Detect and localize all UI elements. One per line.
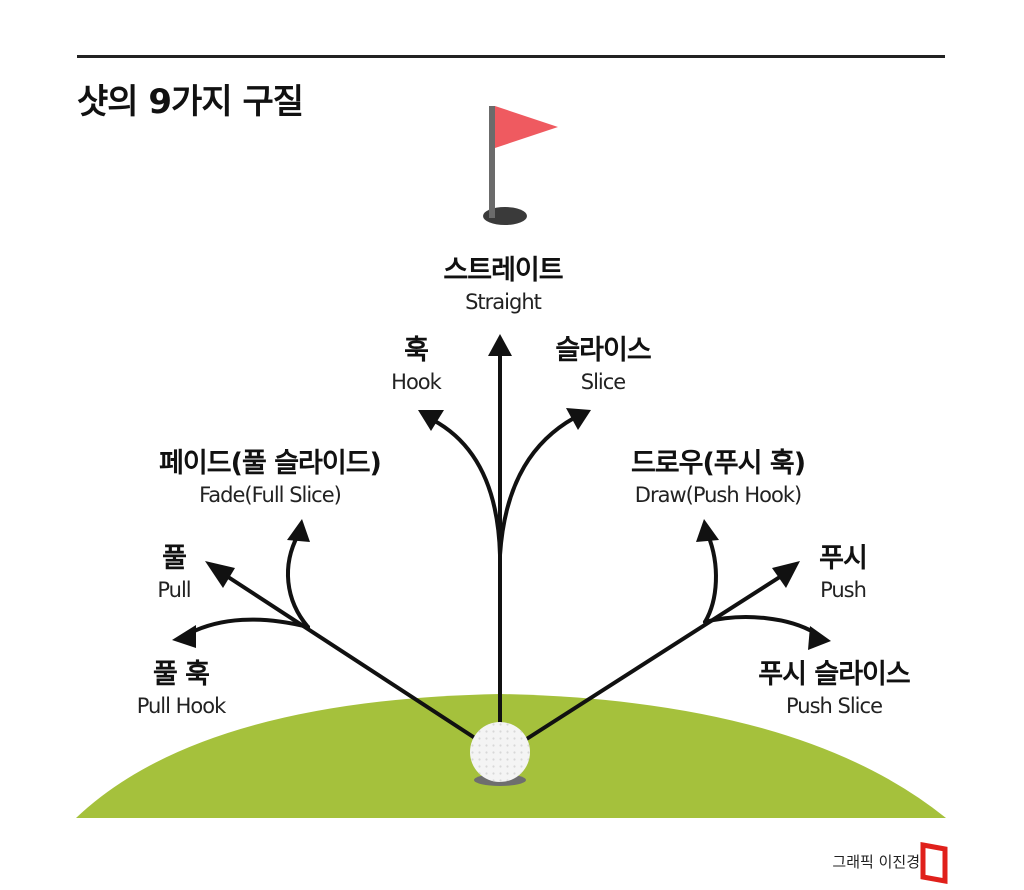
label-fade-ko: 페이드(풀 슬라이드)	[159, 448, 382, 479]
page-title: 샷의 9가지 구질	[77, 82, 304, 122]
label-pull-ko: 풀	[162, 543, 187, 574]
label-push-ko: 푸시	[819, 543, 868, 574]
label-slice-ko: 슬라이스	[555, 335, 651, 366]
golf-ball-icon	[470, 722, 530, 786]
arrowhead-push-slice	[808, 626, 831, 650]
trajectory-draw	[703, 533, 718, 624]
arrowhead-fade	[287, 519, 310, 542]
label-hook: 훅 Hook	[391, 334, 442, 396]
trajectory-pull-hook	[188, 617, 310, 635]
trajectory-slice	[498, 416, 576, 557]
trajectory-push	[523, 571, 788, 742]
label-draw: 드로우(푸시 훅) Draw(Push Hook)	[630, 447, 806, 509]
label-slice-en: Slice	[580, 370, 626, 394]
arrowhead-straight	[488, 334, 512, 356]
publisher-logo-icon	[920, 842, 948, 884]
label-pull-hook: 풀 훅 Pull Hook	[136, 658, 227, 720]
trajectory-pull	[220, 571, 480, 742]
arrowhead-pull-hook	[172, 625, 196, 648]
label-slice: 슬라이스 Slice	[555, 334, 651, 396]
label-push-slice: 푸시 슬라이스 Push Slice	[758, 658, 910, 720]
arrowhead-draw	[696, 519, 719, 542]
label-fade-en: Fade(Full Slice)	[199, 483, 342, 507]
label-push-en: Push	[820, 578, 867, 602]
arrowhead-pull	[205, 561, 235, 588]
flag-pole	[489, 106, 495, 218]
label-pull-en: Pull	[157, 578, 191, 602]
top-rule	[77, 55, 945, 58]
graphic-credit: 그래픽 이진경	[832, 853, 920, 871]
arrowhead-slice	[566, 408, 591, 430]
arrowhead-hook	[418, 410, 444, 431]
flag-banner	[495, 106, 558, 148]
label-hook-en: Hook	[391, 370, 442, 394]
arrowhead-push	[772, 561, 800, 588]
label-pull: 풀 Pull	[157, 542, 191, 604]
label-straight-ko: 스트레이트	[443, 255, 563, 286]
label-straight-en: Straight	[465, 290, 542, 314]
label-draw-ko: 드로우(푸시 훅)	[630, 448, 806, 479]
label-push: 푸시 Push	[819, 542, 868, 604]
label-straight: 스트레이트 Straight	[443, 254, 563, 316]
label-pull-hook-ko: 풀 훅	[152, 659, 210, 690]
flag-icon	[483, 106, 558, 225]
label-hook-ko: 훅	[404, 335, 429, 366]
label-push-slice-ko: 푸시 슬라이스	[758, 659, 910, 690]
trajectory-hook	[431, 418, 502, 557]
label-pull-hook-en: Pull Hook	[136, 694, 227, 718]
label-fade: 페이드(풀 슬라이드) Fade(Full Slice)	[159, 447, 382, 509]
label-draw-en: Draw(Push Hook)	[634, 483, 802, 507]
label-push-slice-en: Push Slice	[785, 694, 883, 718]
trajectory-fade	[286, 533, 310, 629]
ball-dimples	[470, 722, 530, 782]
trajectory-push-slice	[703, 615, 817, 635]
